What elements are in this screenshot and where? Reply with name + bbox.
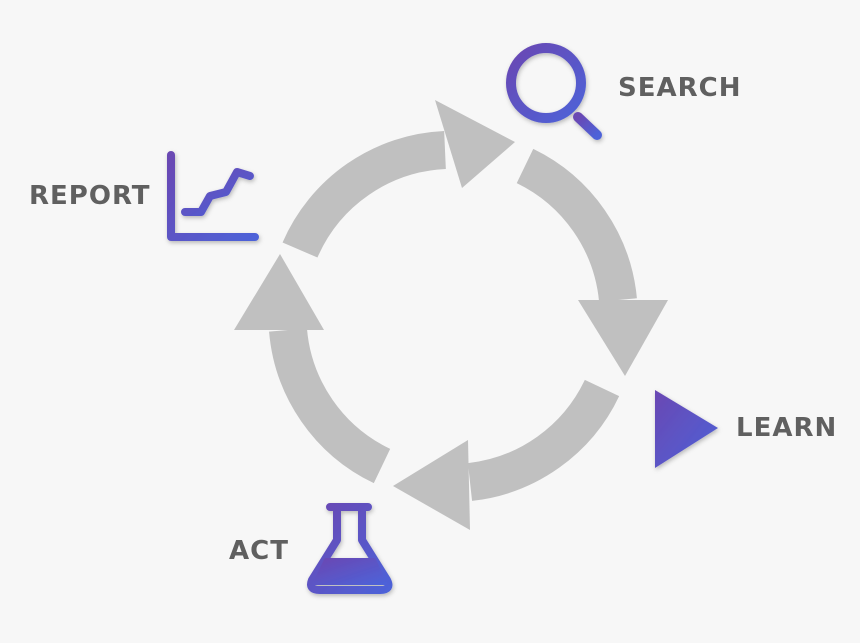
arrowhead-learn xyxy=(578,300,668,376)
flask-icon xyxy=(307,503,393,594)
label-act: ACT xyxy=(229,536,289,566)
search-icon xyxy=(506,43,602,140)
arrowhead-search xyxy=(435,100,515,188)
arrowhead-act xyxy=(393,440,470,530)
arrow-report-to-search xyxy=(282,131,447,258)
label-learn: LEARN xyxy=(736,413,838,443)
arrow-search-to-learn xyxy=(516,148,637,303)
label-report: REPORT xyxy=(29,181,151,211)
arrow-act-to-report xyxy=(269,327,391,484)
arrowhead-report xyxy=(234,254,324,330)
arrow-learn-to-act xyxy=(467,379,620,501)
play-icon xyxy=(655,390,718,468)
line-chart-icon xyxy=(167,151,259,241)
label-search: SEARCH xyxy=(618,73,742,103)
